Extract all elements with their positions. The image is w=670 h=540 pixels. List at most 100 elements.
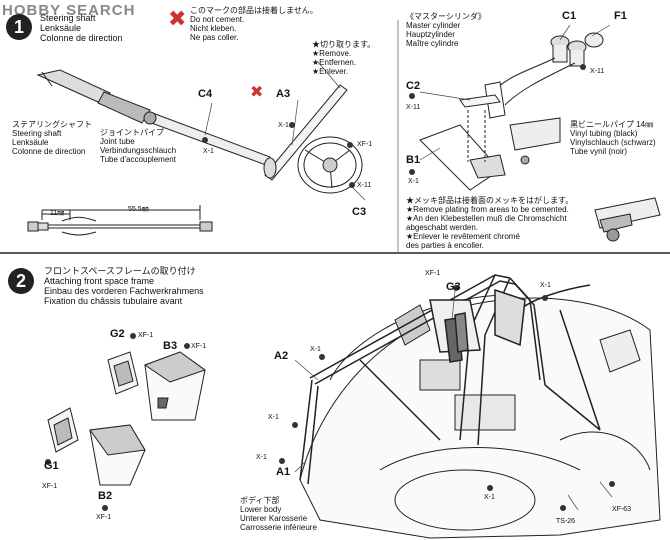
step2-title-fr: Fixation du châssis tubulaire avant <box>44 296 183 306</box>
no-cement-fr: Ne pas coller. <box>190 33 239 42</box>
plating-note-jp: ★メッキ部品は接着面のメッキをはがします。 <box>406 196 574 205</box>
cut-off-fr: ★Enlever. <box>312 67 349 76</box>
plating-note-fr1: ★Enlever le revêtement chromé <box>406 232 520 241</box>
code-x1-bottom: X-1 <box>484 494 495 501</box>
shaft-label-en: Steering shaft <box>12 129 62 138</box>
step2-title-de: Einbau des vorderen Fachwerkrahmens <box>44 286 204 296</box>
vinyl-label-en: Vinyl tubing (black) <box>570 129 638 138</box>
shaft-label: ステアリングシャフト Steering shaft Lenksäule Colo… <box>12 120 92 156</box>
cut-off-jp: ★切り取ります。 <box>312 40 376 49</box>
watermark: HOBBY SEARCH <box>2 2 136 19</box>
step-number-1: 1 <box>6 14 32 40</box>
body-label-de: Unterer Karosserie <box>240 514 308 523</box>
code-xf1-wheel: XF-1 <box>357 141 373 148</box>
code-x1-a1: X-1 <box>256 454 267 461</box>
joint-tube-label: ジョイントパイプ Joint tube Verbindungsschlauch … <box>100 128 176 164</box>
plating-note-fr2: des parties à encoller. <box>406 241 484 250</box>
code-x11-wheel: X-11 <box>357 182 372 189</box>
cut-off-en: ★Remove. <box>312 49 352 58</box>
step2-title: フロントスペースフレームの取り付け Attaching front space … <box>44 266 204 306</box>
part-b2: B2 <box>98 490 113 502</box>
part-a2: A2 <box>274 350 289 362</box>
no-cement-note: このマークの部品は接着しません。 Do not cement. Nicht kl… <box>190 6 318 42</box>
code-xf1-g1: XF-1 <box>42 483 58 490</box>
code-x11-master: X-11 <box>590 68 605 75</box>
steering-title-fr: Colonne de direction <box>40 33 123 43</box>
code-x1-top: X-1 <box>540 282 551 289</box>
shaft-label-fr: Colonne de direction <box>12 147 86 156</box>
vinyl-label-jp: 黒ビニールパイプ 14㎜ <box>570 120 654 129</box>
dim-11-unit: ㎜ <box>57 210 65 217</box>
b3-part-drawing <box>143 351 207 421</box>
part-g1: G1 <box>44 460 59 472</box>
master-cylinder-drawing <box>419 32 604 191</box>
plating-detail-drawing <box>594 197 661 242</box>
steering-title: Steering shaft Lenksäule Colonne de dire… <box>40 13 123 43</box>
no-cement-icon-small: ✖ <box>250 84 264 101</box>
joint-label-en: Joint tube <box>100 137 135 146</box>
dimension-55mm: 55.5㎜ <box>128 204 149 214</box>
g2-part-drawing <box>107 351 139 395</box>
cut-off-note: ★切り取ります。 ★Remove. ★Entfernen. ★Enlever. <box>312 40 375 76</box>
steering-title-en: Steering shaft <box>40 13 96 23</box>
part-a3: A3 <box>276 88 291 100</box>
g1-part-drawing <box>47 407 79 453</box>
dim-55-unit: ㎜ <box>141 206 149 213</box>
code-xf1-b3: XF-1 <box>191 343 207 350</box>
dim-55-value: 55.5 <box>128 206 142 213</box>
cement-markers <box>45 64 615 511</box>
part-c3: C3 <box>352 206 367 218</box>
code-x1-b1: X-1 <box>408 178 419 185</box>
step2-title-jp: フロントスペースフレームの取り付け <box>44 266 196 276</box>
code-x1-a2: X-1 <box>310 346 321 353</box>
joint-label-jp: ジョイントパイプ <box>100 128 164 137</box>
no-cement-jp: このマークの部品は接着しません。 <box>190 6 318 15</box>
plating-note-de2: abgeschabt werden. <box>406 223 479 232</box>
body-label-en: Lower body <box>240 505 282 514</box>
part-a1: A1 <box>276 466 291 478</box>
master-title-de: Hauptzylinder <box>406 30 455 39</box>
body-label-fr: Carrosserie inférieure <box>240 523 317 532</box>
master-title-en: Master cylinder <box>406 21 461 30</box>
step-number-2: 2 <box>8 268 34 294</box>
leader-lines <box>204 24 613 511</box>
steering-shaft-drawing <box>36 69 271 166</box>
code-x1-left: X-1 <box>268 414 279 421</box>
code-x1-c4: X-1 <box>203 148 214 155</box>
vinyl-label-de: Vinylschlauch (schwarz) <box>570 138 656 147</box>
part-c1: C1 <box>562 10 577 22</box>
no-cement-icon: ✖ <box>168 6 187 31</box>
body-label-jp: ボディ下部 <box>240 496 280 505</box>
master-title-fr: Maître cylindre <box>406 39 459 48</box>
step2-title-en: Attaching front space frame <box>44 276 155 286</box>
no-cement-en: Do not cement. <box>190 15 245 24</box>
part-g3: G3 <box>446 281 461 293</box>
part-f1: F1 <box>614 10 627 22</box>
part-b1: B1 <box>406 154 421 166</box>
roll-cage-drawing <box>299 274 601 485</box>
code-ts26: TS-26 <box>556 518 576 525</box>
dimension-11mm: 11㎜ <box>50 208 64 218</box>
dim-11-value: 11 <box>50 210 58 217</box>
code-xf1-g2: XF-1 <box>138 332 154 339</box>
shaft-scale-drawing <box>27 205 213 236</box>
joint-label-de: Verbindungsschlauch <box>100 146 177 155</box>
part-c2: C2 <box>406 80 421 92</box>
code-xf63: XF-63 <box>612 506 632 513</box>
plating-note-de1: ★An den Klebestellen muß die Chromschich… <box>406 214 567 223</box>
vinyl-tubing-label: 黒ビニールパイプ 14㎜ Vinyl tubing (black) Vinyls… <box>570 120 656 156</box>
b2-part-drawing <box>89 424 146 486</box>
code-x11-c2: X-11 <box>406 104 421 111</box>
shaft-label-de: Lenksäule <box>12 138 49 147</box>
part-g2: G2 <box>110 328 125 340</box>
plating-note: ★メッキ部品は接着面のメッキをはがします。 ★Remove plating fr… <box>406 196 573 250</box>
code-xf1-b2: XF-1 <box>96 514 112 521</box>
shaft-label-jp: ステアリングシャフト <box>12 120 92 129</box>
steering-wheel-drawing <box>263 84 363 194</box>
steering-title-de: Lenksäule <box>40 23 82 33</box>
lower-body-label: ボディ下部 Lower body Unterer Karosserie Carr… <box>240 496 317 532</box>
part-c4: C4 <box>198 88 213 100</box>
no-cement-de: Nicht kleben. <box>190 24 237 33</box>
master-cylinder-title: 《マスターシリンダ》 Master cylinder Hauptzylinder… <box>406 12 486 48</box>
